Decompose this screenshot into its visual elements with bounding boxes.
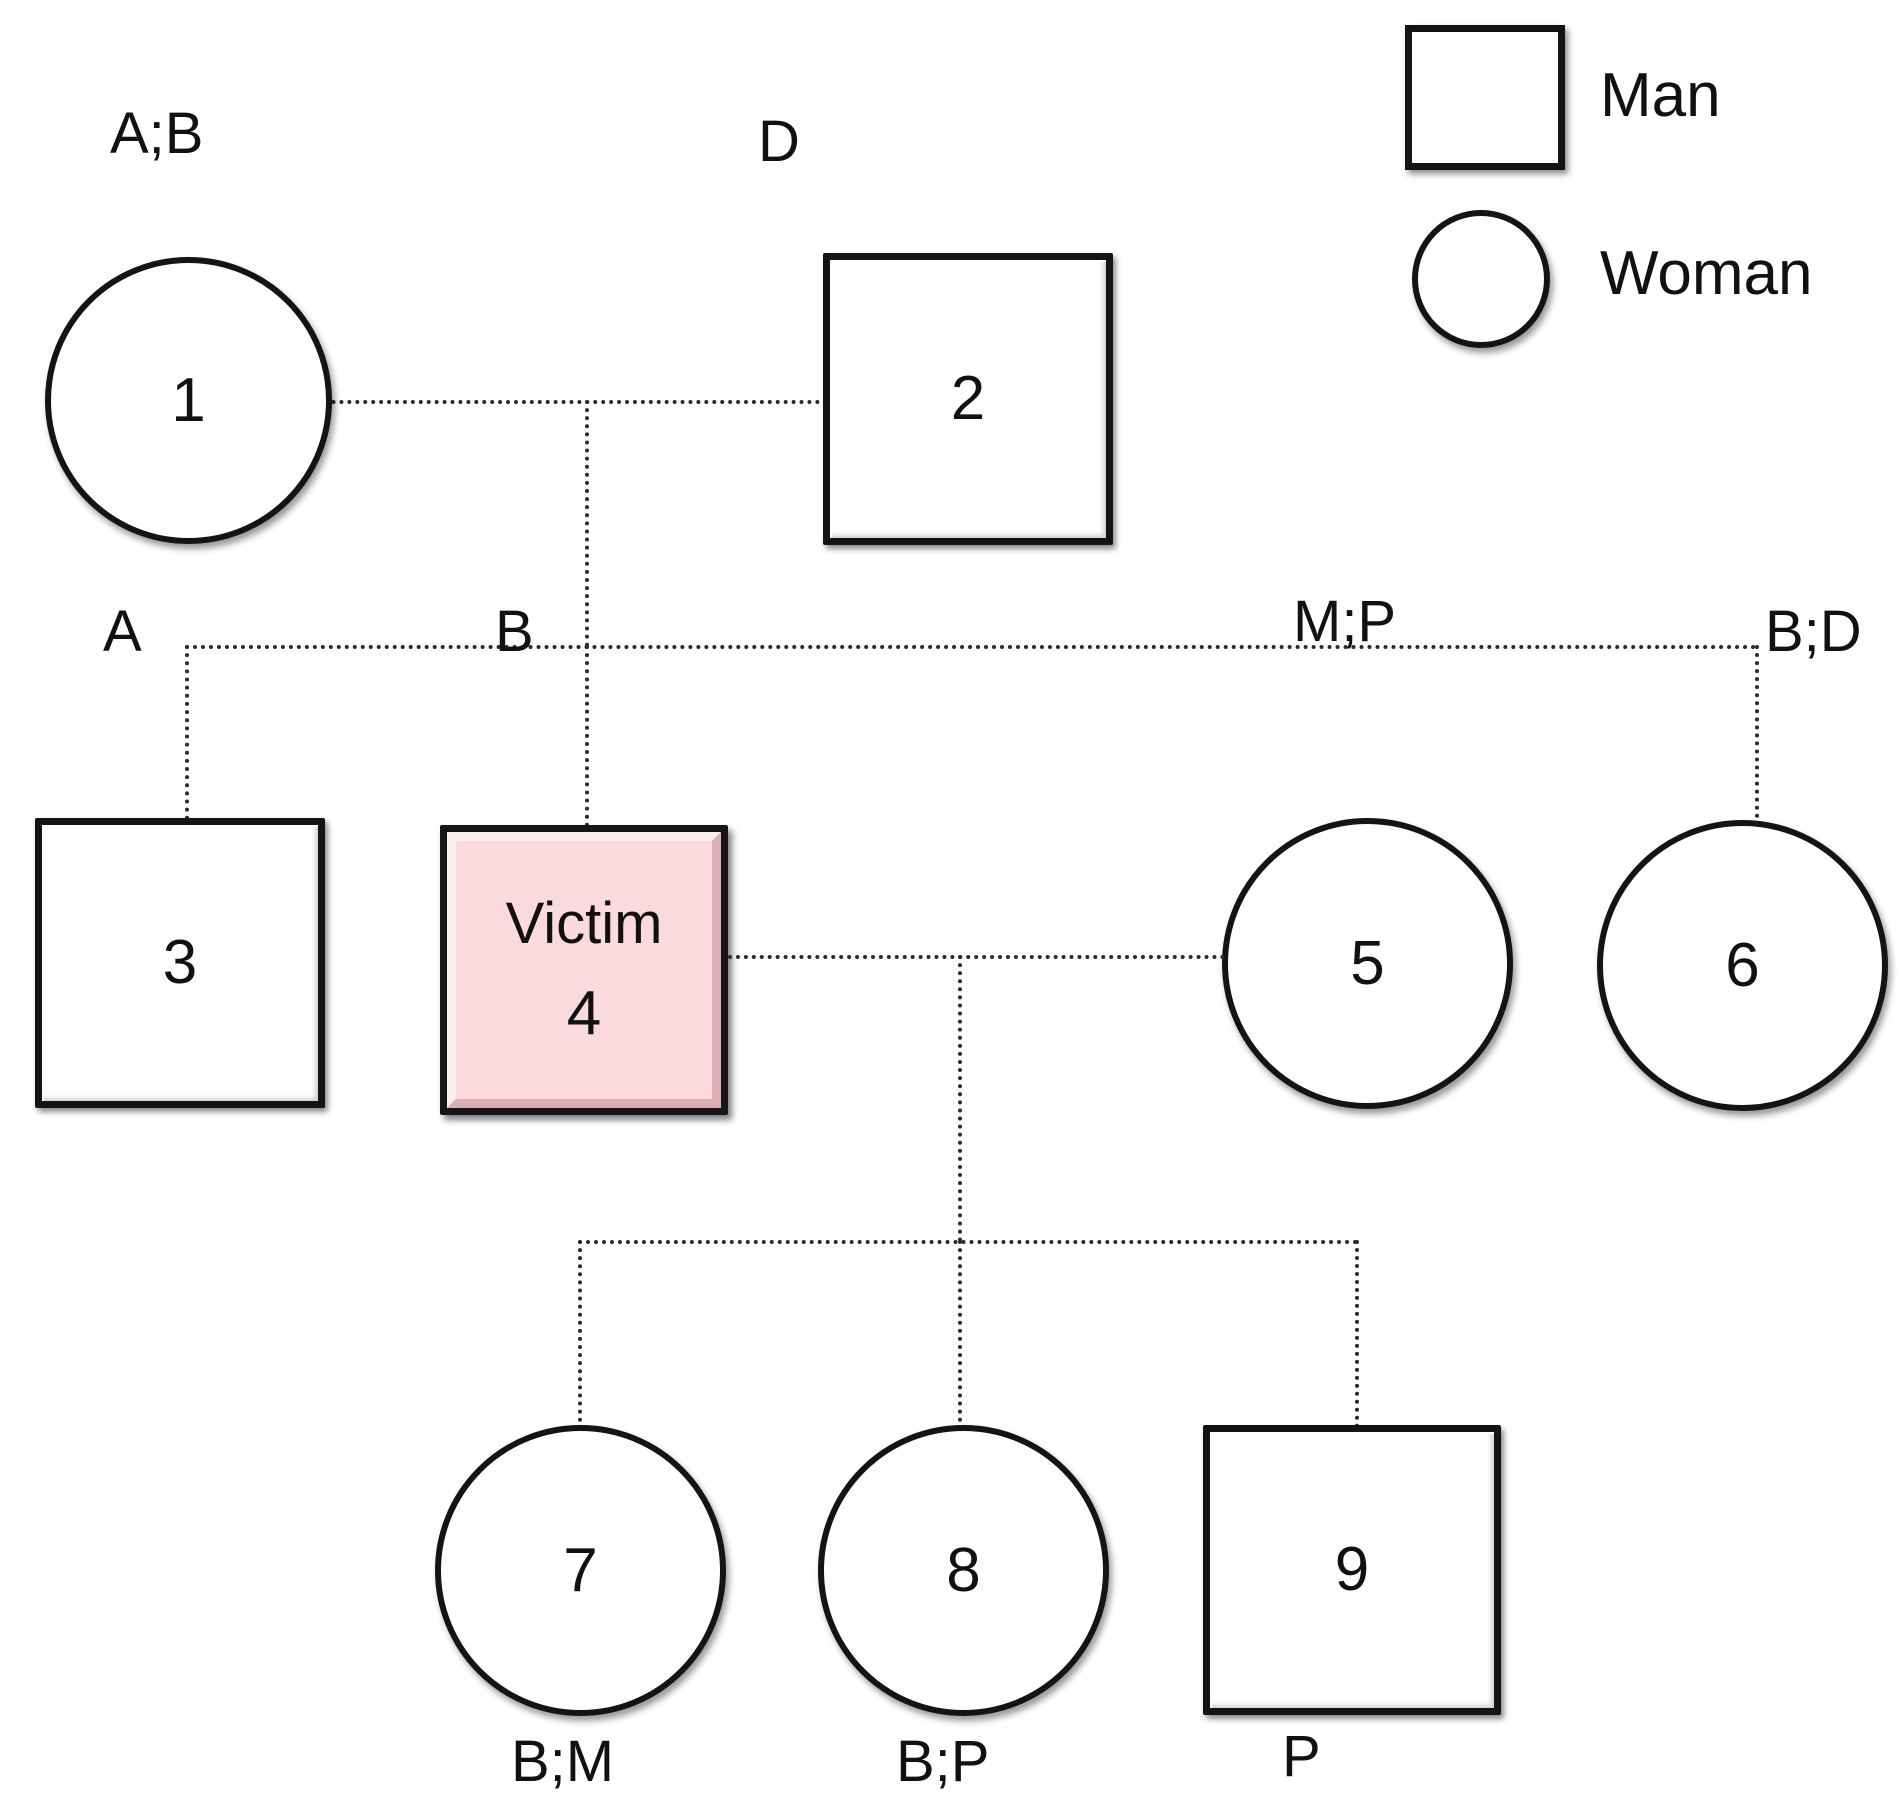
annotation-9: P xyxy=(1282,1724,1321,1789)
drop-line-to-3 xyxy=(185,645,189,820)
person-node-4-victim[interactable]: Victim 4 xyxy=(440,825,728,1115)
person-number-6: 6 xyxy=(1725,930,1760,1000)
union-line-1-2 xyxy=(276,400,828,404)
drop-line-to-6 xyxy=(1755,645,1759,826)
person-number-4: 4 xyxy=(566,978,602,1048)
legend-label-man: Man xyxy=(1600,61,1721,130)
person-node-6[interactable]: 6 xyxy=(1597,820,1888,1111)
legend-label-woman: Woman xyxy=(1600,239,1813,308)
person-node-7[interactable]: 7 xyxy=(435,1425,726,1716)
drop-line-to-9 xyxy=(1355,1240,1359,1428)
person-number-8: 8 xyxy=(946,1535,981,1605)
person-number-3: 3 xyxy=(162,928,198,998)
person-number-9: 9 xyxy=(1334,1535,1370,1605)
victim-status-label: Victim xyxy=(505,891,663,956)
union-line-4-5 xyxy=(728,955,1225,959)
person-node-2[interactable]: 2 xyxy=(823,253,1113,545)
victim-bevel xyxy=(447,832,721,1108)
descent-stem-union-4-5 xyxy=(958,955,962,1242)
person-node-1[interactable]: 1 xyxy=(45,257,332,544)
annotation-5: M;P xyxy=(1293,589,1397,654)
sibship-bar-generation-2 xyxy=(185,645,1757,649)
annotation-7: B;M xyxy=(511,1729,615,1794)
drop-line-to-7 xyxy=(578,1240,582,1430)
descent-stem-union-1-2 xyxy=(585,400,589,647)
annotation-4: B xyxy=(495,599,534,664)
annotation-2: D xyxy=(758,109,800,174)
legend-square-man-icon xyxy=(1405,25,1565,170)
annotation-1: A;B xyxy=(110,101,204,166)
annotation-6: B;D xyxy=(1765,599,1862,664)
person-node-8[interactable]: 8 xyxy=(818,1425,1109,1716)
legend-circle-woman-icon xyxy=(1412,210,1550,348)
drop-line-to-8 xyxy=(958,1240,962,1430)
annotation-8: B;P xyxy=(896,1729,990,1794)
person-number-1: 1 xyxy=(171,365,206,435)
drop-line-to-4 xyxy=(585,645,589,827)
person-number-2: 2 xyxy=(950,364,986,434)
sibship-bar-generation-3 xyxy=(578,1240,1358,1244)
person-number-7: 7 xyxy=(563,1535,598,1605)
annotation-3: A xyxy=(103,599,142,664)
person-node-5[interactable]: 5 xyxy=(1222,818,1513,1109)
person-number-5: 5 xyxy=(1350,928,1385,998)
person-node-9[interactable]: 9 xyxy=(1203,1425,1501,1715)
person-node-3[interactable]: 3 xyxy=(35,818,325,1108)
